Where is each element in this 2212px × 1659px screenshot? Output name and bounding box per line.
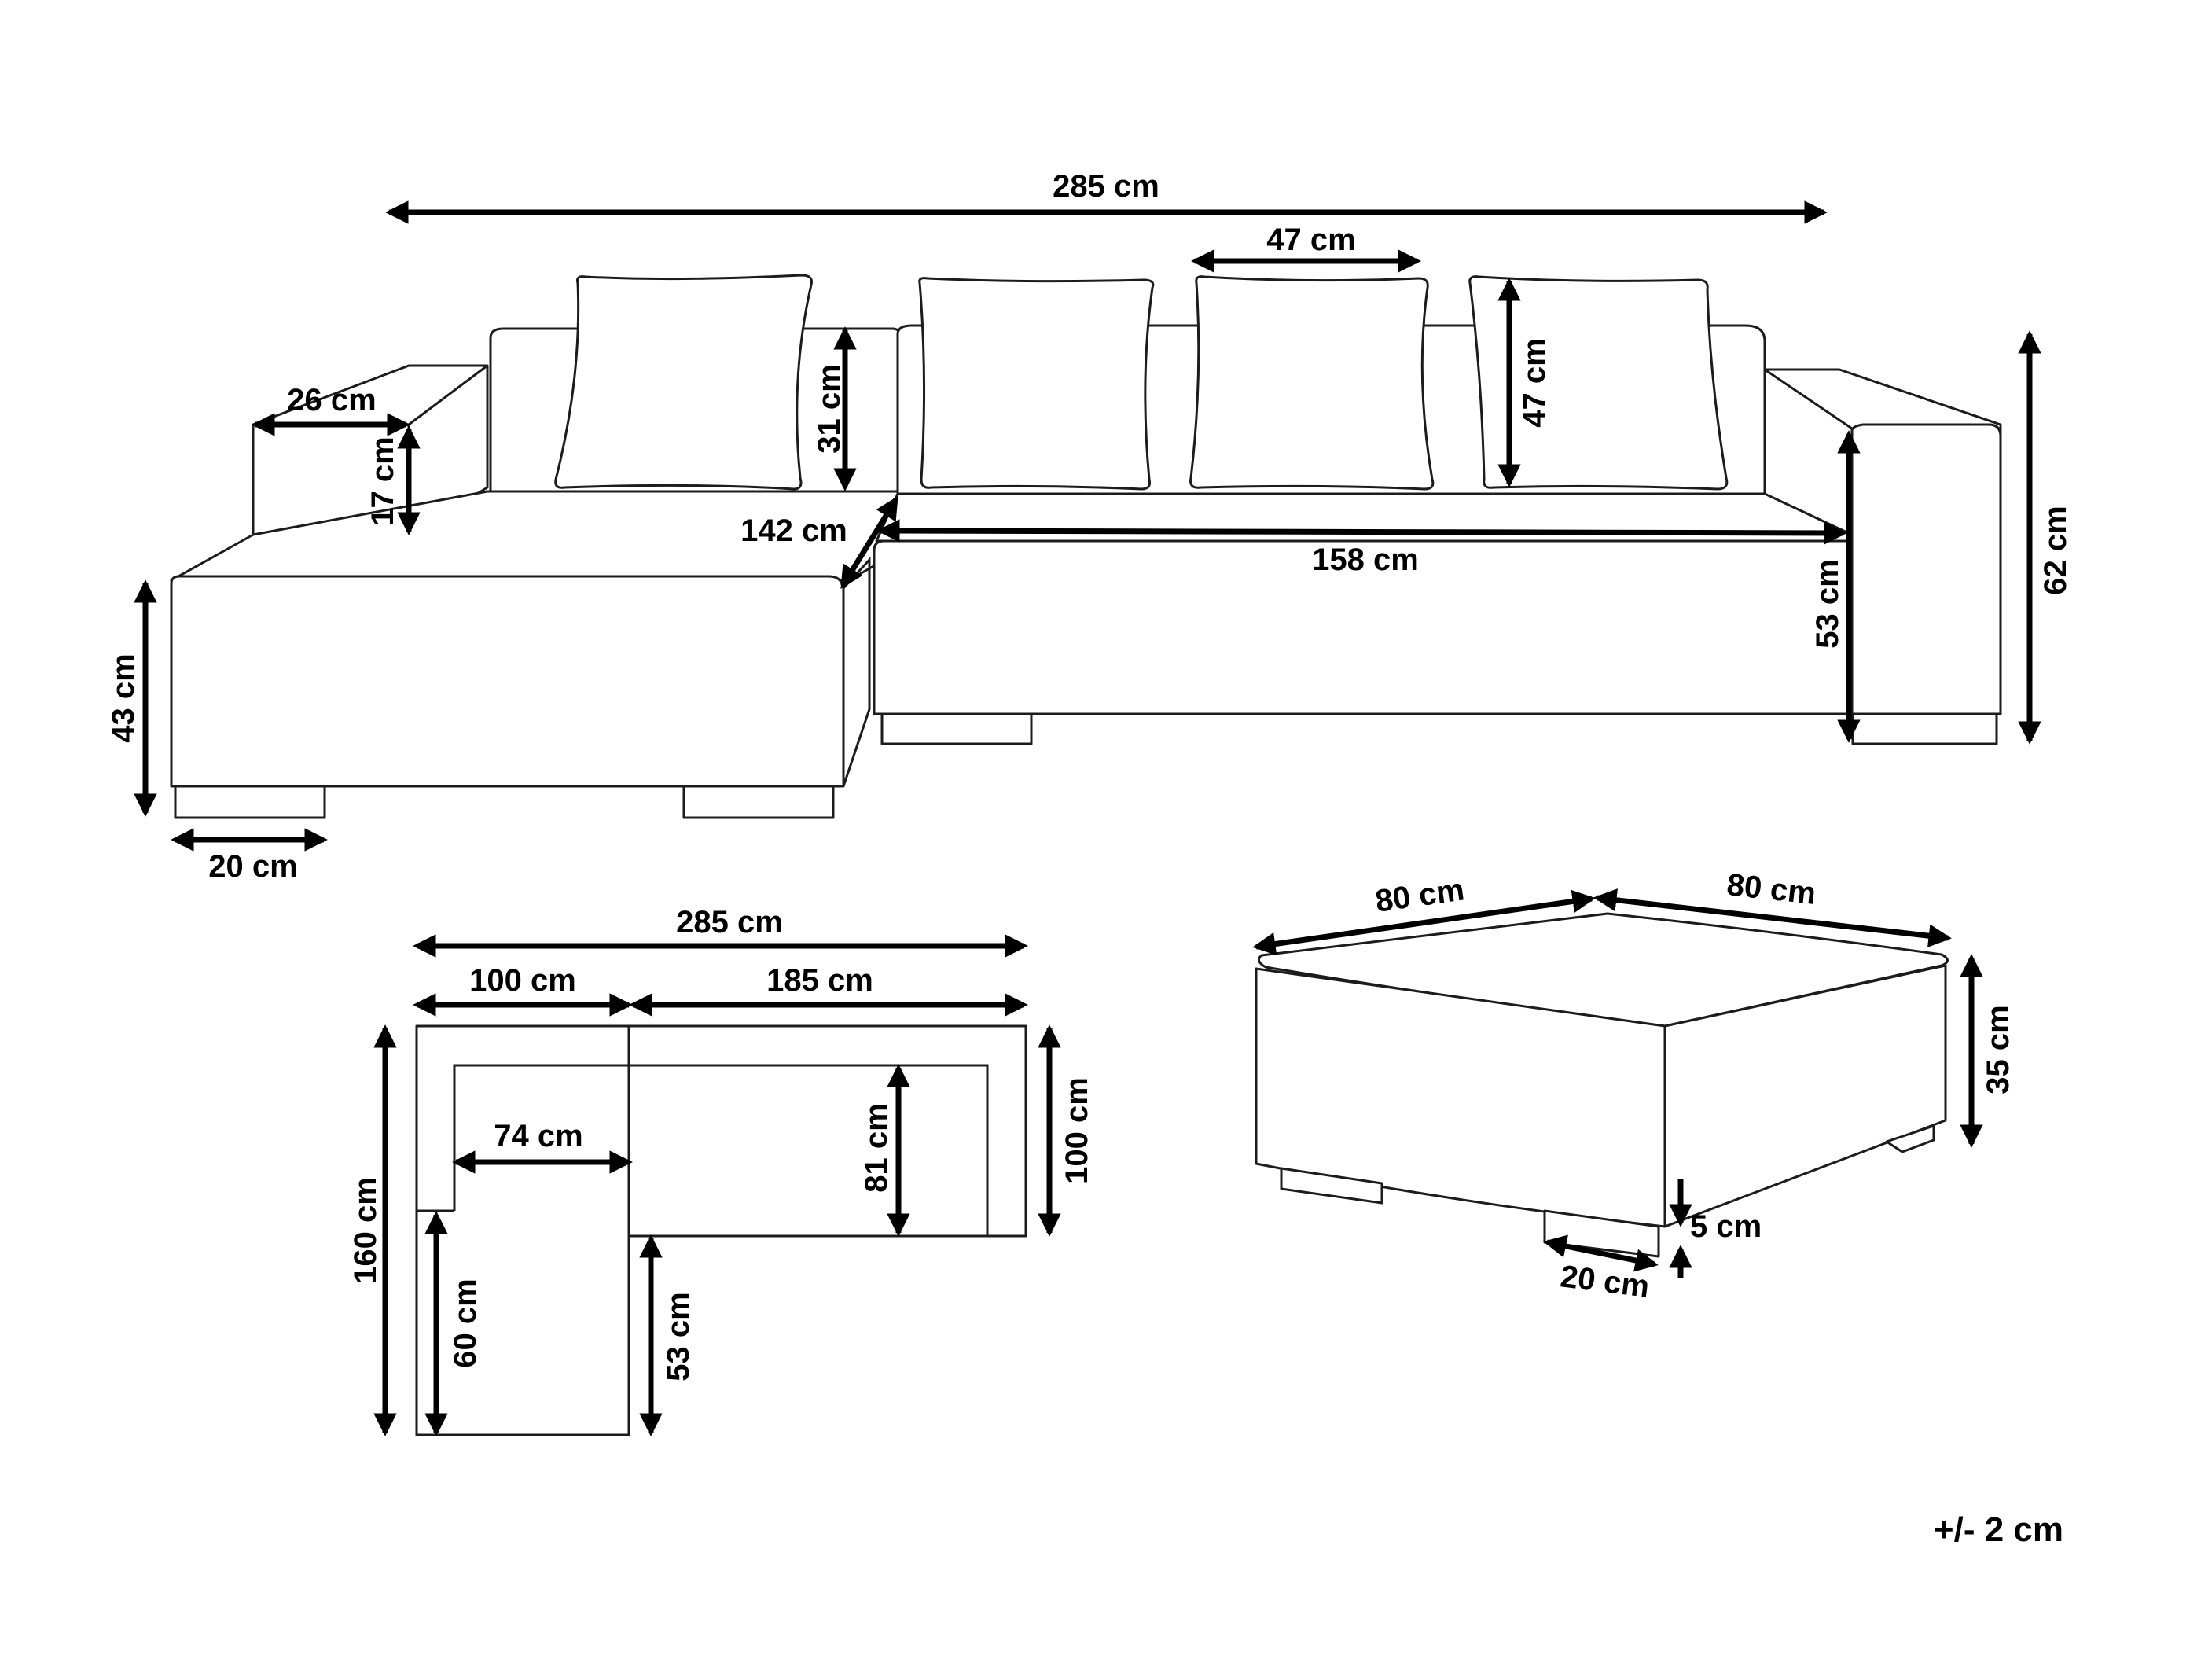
ottoman-width-label: 80 cm bbox=[1373, 872, 1466, 918]
seat-width-arrow bbox=[876, 519, 1847, 545]
ottoman-view: 80 cm 80 cm 35 cm 5 cm 20 cm bbox=[1252, 867, 2015, 1304]
chaise-width-label: 100 cm bbox=[469, 963, 576, 998]
top-overall-width-label: 285 cm bbox=[676, 905, 783, 940]
ottoman-leg-front-left bbox=[1280, 1167, 1383, 1205]
ottoman-depth-arrow bbox=[1593, 888, 1952, 947]
ottoman-side bbox=[1663, 964, 1947, 1228]
top-view-outline bbox=[415, 1024, 1027, 1436]
sofa-width-label: 185 cm bbox=[766, 963, 873, 998]
total-depth-label: 160 cm bbox=[348, 1177, 383, 1284]
top-view: 285 cm 100 cm 185 cm 74 cm 81 cm 100 cm … bbox=[348, 905, 1094, 1436]
tolerance-note: +/- 2 cm bbox=[1934, 1510, 2063, 1549]
seat-height-label: 43 cm bbox=[106, 653, 141, 742]
pillow-height-label: 47 cm bbox=[1517, 338, 1552, 427]
chaise-seat-depth-label: 60 cm bbox=[448, 1278, 483, 1367]
total-height-label: 62 cm bbox=[2038, 506, 2073, 594]
seat-width-label: 158 cm bbox=[1312, 543, 1419, 577]
pillow-width-label: 47 cm bbox=[1266, 223, 1355, 257]
ottoman-leg-width-label: 20 cm bbox=[1559, 1259, 1652, 1304]
sofa-depth-label: 100 cm bbox=[1060, 1077, 1094, 1184]
overall-width-label: 285 cm bbox=[1053, 169, 1159, 204]
arm-height-label: 53 cm bbox=[1810, 559, 1845, 648]
ottoman-leg-width-arrow bbox=[1543, 1234, 1659, 1272]
backrest-height-label: 31 cm bbox=[812, 364, 847, 453]
armrest-width-label: 26 cm bbox=[287, 383, 376, 418]
pillow-4 bbox=[1468, 275, 1729, 491]
ottoman-width-arrow bbox=[1252, 889, 1596, 956]
chaise-front bbox=[170, 575, 845, 788]
chaise-depth-label: 142 cm bbox=[740, 513, 847, 548]
ottoman-leg-height-label: 5 cm bbox=[1690, 1209, 1762, 1244]
pillow-1 bbox=[554, 274, 813, 491]
ottoman-height-label: 35 cm bbox=[1981, 1005, 2015, 1094]
pillow-2 bbox=[918, 277, 1155, 491]
chaise-leg-left bbox=[174, 785, 326, 819]
ottoman-leg-side bbox=[1885, 1124, 1935, 1153]
ottoman-depth-label: 80 cm bbox=[1725, 867, 1817, 911]
inner-width-label: 74 cm bbox=[494, 1119, 582, 1153]
armrest-height-label: 17 cm bbox=[366, 436, 400, 525]
sofa-leg-left bbox=[880, 712, 1033, 745]
seat-depth-label: 81 cm bbox=[859, 1103, 894, 1192]
chaise-projection-label: 53 cm bbox=[661, 1292, 696, 1381]
chaise-leg-right bbox=[682, 785, 835, 819]
pillow-3 bbox=[1189, 275, 1435, 491]
sofa-leg-right bbox=[1851, 712, 1998, 745]
chaise-depth-arrow bbox=[840, 495, 898, 590]
front-view: 285 cm 47 cm 47 cm 31 cm 26 cm 17 cm 142… bbox=[106, 169, 2073, 884]
leg-width-label: 20 cm bbox=[208, 849, 297, 884]
sofa-armrest-front bbox=[1850, 423, 2002, 715]
